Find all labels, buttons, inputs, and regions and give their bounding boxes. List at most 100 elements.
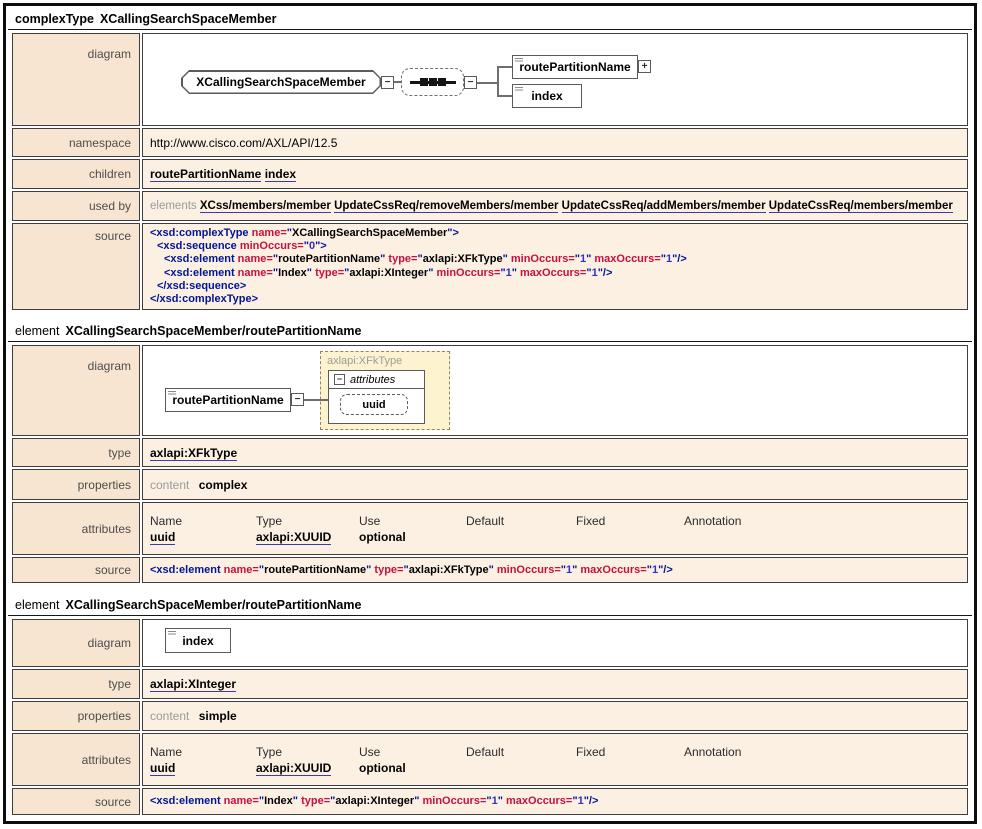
element-glyph-icon <box>515 86 523 92</box>
attr-type-value[interactable]: axlapi:XUUID <box>256 529 332 545</box>
namespace-row: namespace http://www.cisco.com/AXL/API/1… <box>12 128 968 157</box>
connector-line <box>477 82 497 84</box>
source-line: <xsd:element name="Index" type="axlapi:X… <box>164 266 613 279</box>
section-title: XCallingSearchSpaceMember <box>99 12 277 26</box>
source-row-label: source <box>12 223 140 311</box>
element-box-label: routePartitionName <box>519 60 631 74</box>
source-row: source <xsd:element name="routePartition… <box>12 557 968 584</box>
element-box-label: index <box>182 633 214 648</box>
diagram-row-label: diagram <box>12 345 140 437</box>
source-cell: <xsd:complexType name="XCallingSearchSpa… <box>142 223 968 311</box>
connector-line <box>497 66 512 68</box>
type-cell: axlapi:XInteger <box>142 669 968 700</box>
sequence-icon-dot <box>428 78 437 86</box>
source-line: <xsd:element name="Index" type="axlapi:X… <box>150 795 599 808</box>
attr-col-header: Annotation <box>684 513 742 528</box>
diagram-row-label: diagram <box>12 619 140 668</box>
connector-line <box>497 95 512 97</box>
section-title: XCallingSearchSpaceMember/routePartition… <box>65 598 362 613</box>
link-updatecssreq-removemembers-member[interactable]: UpdateCssReq/removeMembers/member <box>334 200 559 213</box>
properties-cell: content simple <box>142 701 968 732</box>
type-link[interactable]: axlapi:XFkType <box>150 445 238 461</box>
source-line: </xsd:sequence> <box>157 279 247 292</box>
attr-col-header: Use <box>359 744 381 759</box>
properties-row-label: properties <box>12 701 140 732</box>
type-row: type axlapi:XInteger <box>12 669 968 700</box>
attribute-box-label: uuid <box>362 398 386 411</box>
diagram-attribute-uuid[interactable]: uuid <box>340 394 408 416</box>
properties-cell: content complex <box>142 469 968 501</box>
properties-row: properties content complex <box>12 469 968 501</box>
source-line: <xsd:sequence minOccurs="0"> <box>157 240 327 253</box>
source-line: <xsd:element name="routePartitionName" t… <box>150 563 673 576</box>
attr-fixed-cell <box>576 761 684 776</box>
diagram-cell: XCallingSearchSpaceMember − <box>142 33 968 126</box>
schema-diagram: index <box>143 620 967 666</box>
branch-line <box>497 66 499 97</box>
link-updatecssreq-addmembers-member[interactable]: UpdateCssReq/addMembers/member <box>561 200 766 213</box>
attr-name-value[interactable]: uuid <box>150 529 176 545</box>
root-box-label: XCallingSearchSpaceMember <box>196 75 366 89</box>
diagram-element-index[interactable]: index <box>165 628 231 654</box>
diagram-root-element-box[interactable]: XCallingSearchSpaceMember <box>181 70 381 94</box>
attr-type-value[interactable]: axlapi:XUUID <box>256 760 332 776</box>
diagram-row: diagram index <box>12 619 968 668</box>
children-row-label: children <box>12 159 140 189</box>
section-kind: complexType <box>15 12 94 26</box>
attr-type-cell: axlapi:XUUID <box>256 529 359 545</box>
diagram-element-routepartitionname[interactable]: routePartitionName <box>512 55 638 79</box>
namespace-cell: http://www.cisco.com/AXL/API/12.5 <box>142 128 968 157</box>
collapse-icon[interactable]: − <box>291 393 304 407</box>
attr-name-value[interactable]: uuid <box>150 760 176 776</box>
attr-col-header: Default <box>466 744 505 759</box>
link-routepartitionname[interactable]: routePartitionName <box>150 167 262 182</box>
diagram-row-label: diagram <box>12 33 140 126</box>
source-row-label: source <box>12 557 140 584</box>
collapse-icon[interactable]: − <box>334 374 345 386</box>
link-updatecssreq-members-member[interactable]: UpdateCssReq/members/member <box>768 200 953 213</box>
link-index[interactable]: index <box>264 167 297 182</box>
attr-col-header: Name <box>150 744 183 759</box>
section-title: XCallingSearchSpaceMember/routePartition… <box>65 324 362 339</box>
attr-col-header: Fixed <box>576 513 606 528</box>
element-glyph-icon <box>168 630 176 636</box>
schema-diagram: axlapi:XFkType routePartitionName − − at… <box>143 346 967 435</box>
property-value: complex <box>198 477 248 492</box>
diagram-cell: axlapi:XFkType routePartitionName − − at… <box>142 345 968 437</box>
source-cell: <xsd:element name="Index" type="axlapi:X… <box>142 788 968 816</box>
attributes-row-label: attributes <box>12 733 140 787</box>
attr-default-cell <box>466 761 576 776</box>
expand-icon[interactable]: + <box>638 60 651 73</box>
collapse-icon[interactable]: − <box>381 76 394 89</box>
namespace-row-label: namespace <box>12 128 140 157</box>
connector-line <box>304 399 328 402</box>
used-by-cell: elements XCss/members/member UpdateCssRe… <box>142 191 968 221</box>
type-cell: axlapi:XFkType <box>142 438 968 468</box>
attr-name-cell: uuid <box>150 529 256 545</box>
diagram-element-routepartitionname[interactable]: routePartitionName <box>165 388 291 413</box>
type-link[interactable]: axlapi:XInteger <box>150 677 237 693</box>
attr-type-cell: axlapi:XUUID <box>256 760 359 776</box>
type-group-label: axlapi:XFkType <box>327 355 403 368</box>
namespace-value: http://www.cisco.com/AXL/API/12.5 <box>150 135 338 150</box>
properties-row: properties content simple <box>12 701 968 732</box>
attr-col-header: Default <box>466 513 505 528</box>
sequence-icon <box>409 78 456 86</box>
diagram-element-index[interactable]: index <box>512 84 582 108</box>
type-row-label: type <box>12 438 140 468</box>
attributes-group-label: attributes <box>350 374 396 387</box>
collapse-icon[interactable]: − <box>464 76 477 89</box>
diagram-cell: index <box>142 619 968 668</box>
link-xcss-members-member[interactable]: XCss/members/member <box>199 200 331 213</box>
